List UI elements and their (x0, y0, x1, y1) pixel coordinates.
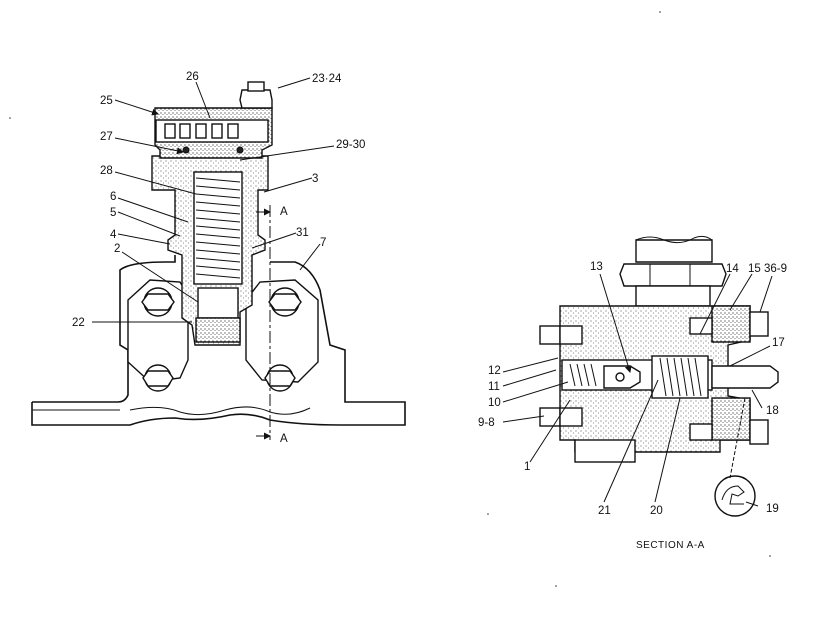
label-15: 15 (748, 263, 761, 275)
label-23-24: 23·24 (312, 73, 342, 85)
flange-right (245, 279, 319, 383)
label-26: 26 (186, 71, 199, 83)
base-plate (31, 255, 406, 426)
label-28: 28 (100, 165, 113, 177)
label-20: 20 (650, 505, 663, 517)
detail-19 (714, 475, 756, 517)
label-11: 11 (488, 381, 500, 393)
section-a-a-view (539, 235, 779, 517)
label-7: 7 (320, 237, 326, 249)
label-1: 1 (524, 461, 530, 473)
section-caption: SECTION A-A (636, 540, 705, 551)
label-13: 13 (590, 261, 603, 273)
left-assembly-view (31, 81, 406, 440)
label-3: 3 (312, 173, 318, 185)
bolt-lower-left (539, 407, 583, 427)
bolt-upper-left (539, 325, 583, 345)
label-31: 31 (296, 227, 309, 239)
label-36-9: 36-9 (764, 263, 787, 275)
left-leaders (92, 77, 335, 323)
label-21: 21 (598, 505, 611, 517)
bolt-23-24 (239, 89, 273, 109)
label-22: 22 (72, 317, 85, 329)
flange-left (127, 279, 189, 383)
label-25: 25 (100, 95, 113, 107)
hex-nut (619, 263, 727, 287)
upper-block (635, 239, 713, 263)
label-5: 5 (110, 207, 116, 219)
central-spring (659, 357, 702, 397)
label-14: 14 (726, 263, 739, 275)
label-19: 19 (766, 503, 779, 515)
label-10: 10 (488, 397, 501, 409)
label-A-top: A (280, 206, 288, 218)
label-29-30: 29-30 (336, 139, 365, 151)
label-12: 12 (488, 365, 501, 377)
break-line (129, 406, 311, 416)
scan-specks (9, 11, 771, 587)
label-4: 4 (110, 229, 117, 241)
label-17: 17 (772, 337, 785, 349)
label-A-bottom: A (280, 433, 288, 445)
label-27: 27 (100, 131, 113, 143)
main-spring (195, 177, 241, 279)
small-spring (569, 363, 597, 387)
label-2: 2 (114, 243, 120, 255)
label-18: 18 (766, 405, 779, 417)
plate-slots (164, 123, 239, 139)
shaft-17-18 (711, 365, 779, 389)
left-labels: 26 23·24 25 27 29-30 28 3 6 5 A 4 31 7 2… (72, 71, 365, 445)
label-6: 6 (110, 191, 116, 203)
right-labels: 13 14 15 36-9 17 12 11 10 9-8 18 1 21 20… (478, 261, 787, 551)
label-9-8: 9-8 (478, 417, 495, 429)
right-leaders (502, 273, 773, 507)
